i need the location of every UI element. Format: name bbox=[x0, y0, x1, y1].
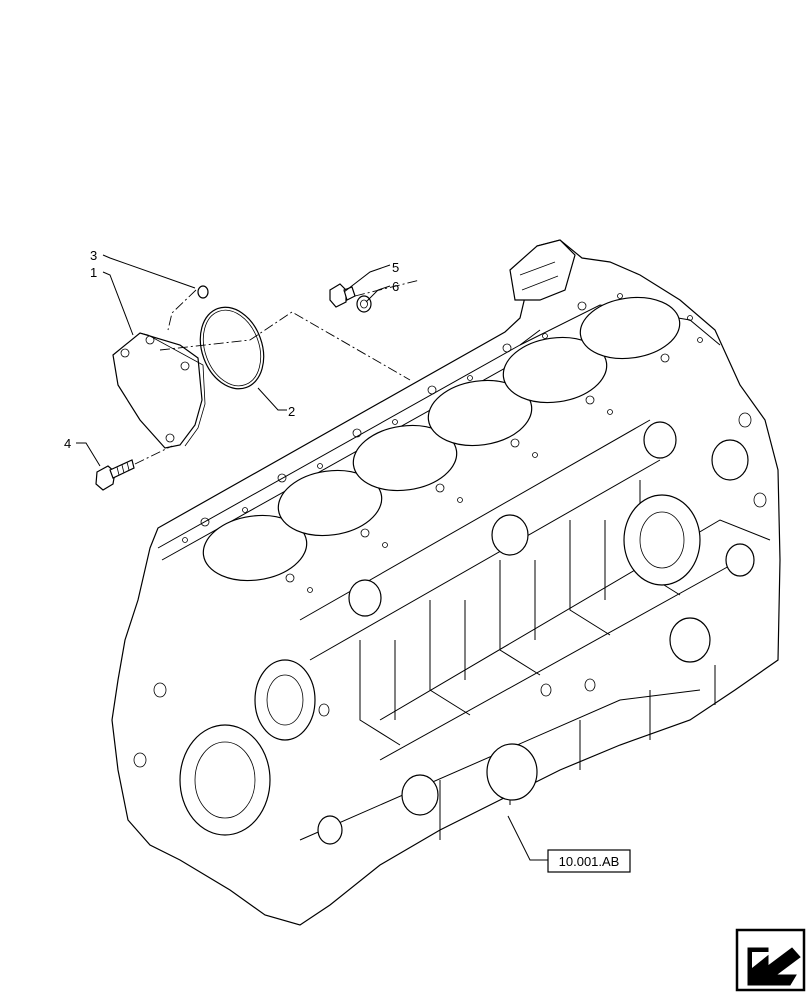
head-bolt-holes bbox=[182, 293, 703, 593]
next-page-arrow-icon[interactable] bbox=[735, 928, 806, 992]
cylinder-bores bbox=[202, 296, 681, 582]
reference-link-10-001-ab[interactable]: 10.001.AB bbox=[507, 815, 631, 873]
block-side-details bbox=[299, 419, 771, 841]
reference-label: 10.001.AB bbox=[559, 854, 620, 869]
callout-1: 1 bbox=[90, 265, 97, 280]
block-top-bracket bbox=[509, 239, 576, 301]
callout-2: 2 bbox=[288, 404, 295, 419]
callout-leaders bbox=[76, 254, 391, 467]
plug-part-5[interactable] bbox=[329, 283, 356, 308]
assembly-centerlines bbox=[134, 279, 421, 465]
bolt-part-4[interactable] bbox=[95, 459, 135, 491]
engine-block bbox=[111, 239, 781, 926]
callout-5: 5 bbox=[392, 260, 399, 275]
callout-4: 4 bbox=[64, 436, 71, 451]
callout-6: 6 bbox=[392, 279, 399, 294]
o-ring-part-2[interactable] bbox=[189, 298, 274, 397]
callout-3: 3 bbox=[90, 248, 97, 263]
block-front-features bbox=[133, 412, 767, 845]
seal-ring-part-3[interactable] bbox=[197, 285, 209, 299]
cover-plate-part-1[interactable] bbox=[112, 332, 206, 449]
